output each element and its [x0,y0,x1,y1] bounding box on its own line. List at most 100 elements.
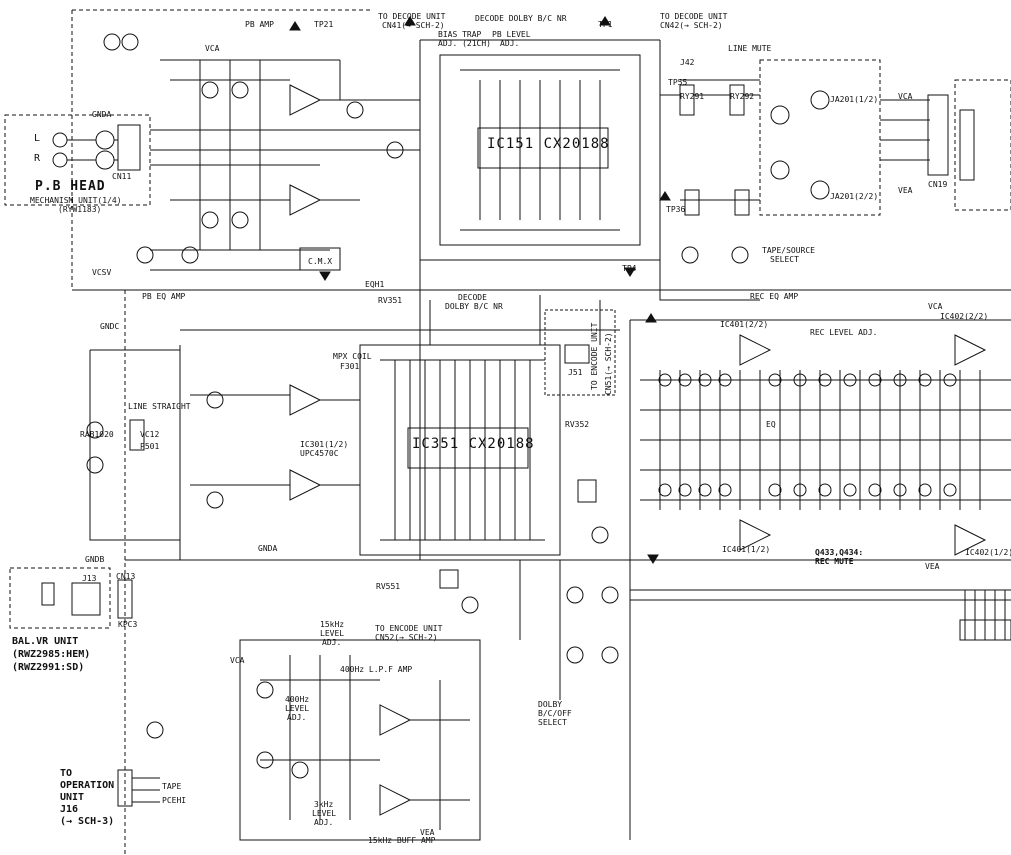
vea-lpf-label: VEA [420,828,435,837]
to-operation-label: TO [60,768,73,779]
bal-vr-hem-label: (RWZ2985:HEM) [12,649,91,660]
khz15-level-label: 15kHz [320,620,345,629]
to-encode-unit-cn51-label: TO ENCODE UNIT [590,322,599,390]
kpc3-label: KPC3 [118,620,138,629]
tp4-label: TP4 [622,264,637,273]
ic301-label: IC301(1/2) [300,440,349,449]
khz3-level-label3: ADJ. [314,818,334,827]
ic301b-label: UPC4570C [300,449,339,458]
eqh1-label: EQH1 [365,280,385,289]
vea-label-top: VEA [898,186,913,195]
rec-eq-amp-label: REC EQ AMP [750,292,799,301]
l-channel-label: L [34,133,41,144]
tp21-label: TP21 [314,20,334,29]
vea-rec-label: VEA [925,562,940,571]
pb-level-adj-label: ADJ. [500,39,520,48]
bal-vr-sd-label: (RWZ2991:SD) [12,662,85,673]
rv551-label: RV551 [376,582,401,591]
rec-mute-q-label: Q433,Q434: [815,548,864,557]
ic402-12-label: IC402(1/2) [965,548,1011,557]
cn13-label: CN13 [116,572,136,581]
pcehi-label: PCEHI [162,796,187,805]
vca-lpf-label: VCA [230,656,245,665]
r-channel-label: R [34,153,41,164]
hz400-level-label: 400Hz [285,695,310,704]
tp36-label: TP36 [666,205,686,214]
j13-label: J13 [82,574,97,583]
tape-source-select-label: SELECT [770,255,799,264]
pb-eq-amp-label: PB EQ AMP [142,292,186,301]
rv352-label: RV352 [565,420,590,429]
vc12-label: VC12 [140,430,160,439]
ja201-12-label: JA201(1/2) [830,95,879,104]
ry292-label: RY292 [730,92,755,101]
tp55-label: TP55 [668,78,688,87]
mechanism-unit-label: MECHANISM UNIT(1/4) [30,196,122,205]
mechanism-model-label: (RYW1183) [58,205,102,214]
j42-label: J42 [680,58,695,67]
cn11-label: CN11 [112,172,132,181]
gnda-mid-label: GNDA [258,544,278,553]
tp1-label: TP1 [598,20,613,29]
dolby-select-label3: SELECT [538,718,567,727]
line-mute-label: LINE MUTE [728,44,772,53]
khz15-buff-amp-label: 15kHz BUFF AMP [368,836,436,845]
rec-mute-label: REC MUTE [815,557,854,566]
gnda-top-label: GNDA [92,110,112,119]
pb-amp-label: PB AMP [245,20,274,29]
vca-top-label: VCA [205,44,220,53]
pb-level-label: PB LEVEL [492,30,531,39]
mpx-coil-label: MPX COIL [333,352,372,361]
cn19-label: CN19 [928,180,948,189]
rab1020-label: RAB1020 [80,430,114,439]
bias-trap-adj-label: ADJ. (21CH) [438,39,491,48]
cn51-sch-label: CN51(→ SCH-2) [604,332,613,395]
cn41-sch-label: CN41(→ SCH-2) [382,21,445,30]
ic151-label: IC151 CX20188 [487,136,610,152]
gndb-label: GNDB [85,555,105,564]
f301-label: F301 [340,362,360,371]
khz3-level-label: 3kHz [314,800,334,809]
tape-label: TAPE [162,782,182,791]
hz400-level-label2: LEVEL [285,704,310,713]
eq-label: EQ [766,420,776,429]
j51-label: J51 [568,368,583,377]
cmx-label: C.M.X [308,257,333,266]
gndc-label: GNDC [100,322,120,331]
rv351-label: RV351 [378,296,403,305]
tape-source-label: TAPE/SOURCE [762,246,815,255]
cn42-sch-label: CN42(→ SCH-2) [660,21,723,30]
bal-vr-unit-label: BAL.VR UNIT [12,636,79,647]
decode-mid-label: DECODE [458,293,487,302]
hz400-level-label3: ADJ. [287,713,307,722]
khz15-level-label3: ADJ. [322,638,342,647]
vca-label-top: VCA [898,92,913,101]
cn52-sch-label: CN52(→ SCH-2) [375,633,438,642]
khz3-level-label2: LEVEL [312,809,337,818]
rec-level-adj-label: REC LEVEL ADJ. [810,328,878,337]
vcsv-label: VCSV [92,268,112,277]
decode-mid-label2: DOLBY B/C NR [445,302,503,311]
to-operation-label2: OPERATION [60,780,115,791]
ic402-22-label: IC402(2/2) [940,312,989,321]
khz15-level-label2: LEVEL [320,629,345,638]
dolby-select-label: DOLBY [538,700,563,709]
to-operation-label3: UNIT [60,792,85,803]
line-straight-label: LINE STRAIGHT [128,402,191,411]
p501-label: P501 [140,442,160,451]
ry291-label: RY291 [680,92,705,101]
to-decode-unit-cn41-label: TO DECODE UNIT [378,12,446,21]
ic401-22-label: IC401(2/2) [720,320,769,329]
ja201-22-label: JA201(2/2) [830,192,879,201]
vca-rec-label: VCA [928,302,943,311]
ic401-12-label: IC401(1/2) [722,545,771,554]
dolby-select-label2: B/C/OFF [538,709,572,718]
ic351-label: IC351 CX20188 [412,436,535,452]
decode-dolby-top-label: DECODE DOLBY B/C NR [475,14,567,23]
to-operation-label5: (→ SCH-3) [60,816,115,827]
bias-trap-label: BIAS TRAP [438,30,482,39]
hz400-lpf-amp-label: 400Hz L.P.F AMP [340,665,413,674]
pb-head-label: P.B HEAD [35,179,106,194]
to-decode-unit-cn42-label: TO DECODE UNIT [660,12,728,21]
